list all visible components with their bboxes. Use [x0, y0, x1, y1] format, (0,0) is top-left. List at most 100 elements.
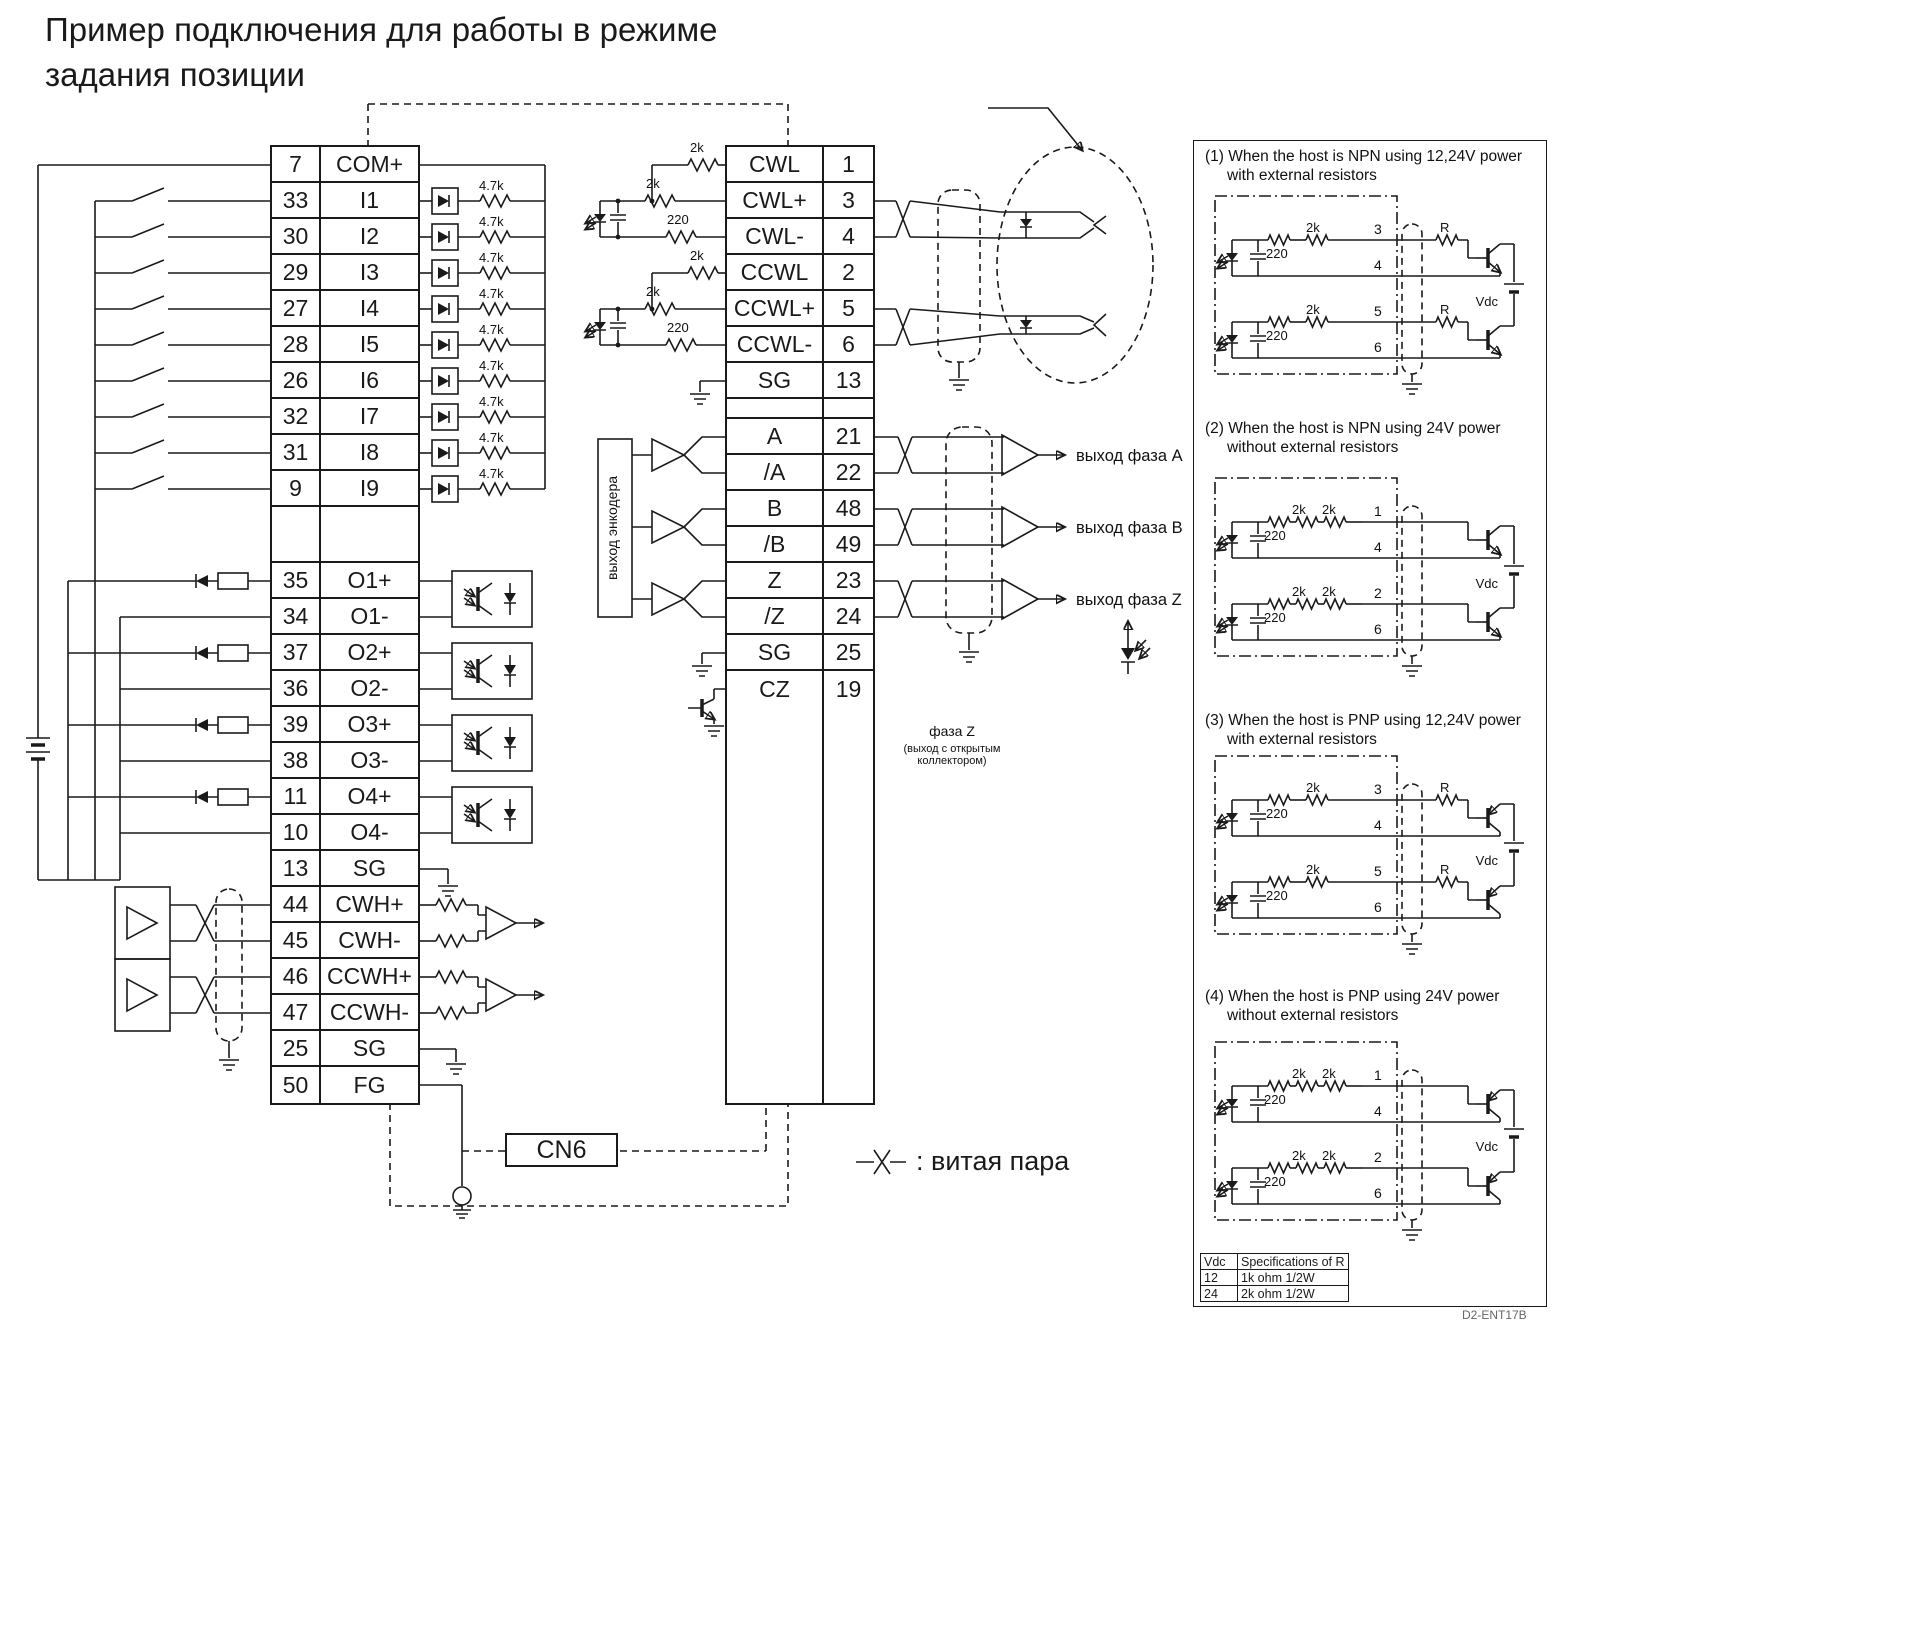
panel-pin-label: 5 [1374, 863, 1382, 879]
panel-4-circuit: 220 2k 2k 220 2k 2k 1 4 2 6 Vdc [1214, 1041, 1524, 1241]
spec-header-row: Vdc Specifications of R [1200, 1253, 1349, 1270]
panel-pin-label: 6 [1374, 339, 1382, 355]
pin-number: 30 [272, 219, 321, 253]
pin-label: I1 [359, 186, 380, 213]
encoder-output-label: выход энкодера [604, 476, 620, 580]
phase-b-output-label: выход фаза B [1076, 519, 1183, 537]
pin-label: CCWL+ [727, 291, 824, 325]
pin-number [824, 399, 873, 417]
resistor-label: 2k [1292, 1148, 1306, 1163]
left-ground-circuits [420, 868, 472, 1219]
pin-label: I4 [359, 294, 380, 321]
panel-pin-label: 3 [1374, 781, 1382, 797]
terminal-row: CCWL+ 5 [727, 291, 873, 327]
pin-label: CWL [727, 147, 824, 181]
pin-label: CWH- [338, 926, 401, 953]
phase-z-oc-note: (выход с открытым [904, 743, 1001, 755]
resistor-label: 220 [1264, 1174, 1286, 1189]
pin-number: 44 [272, 887, 321, 921]
pin-label: CWL- [727, 219, 824, 253]
host-driver-detail [875, 107, 1154, 391]
pin-label [321, 507, 418, 561]
spec-r-value: 2k ohm 1/2W [1237, 1285, 1349, 1302]
resistor-label: 220 [1264, 1092, 1286, 1107]
terminal-row: 28 I5 [272, 327, 418, 363]
pin-number: 33 [272, 183, 321, 217]
pulse-input-circuits [114, 886, 542, 1071]
pin-number: 49 [835, 530, 862, 557]
pin-number: 9 [272, 471, 321, 505]
terminal-row: 25 SG [272, 1031, 418, 1067]
resistor-label: 2k [1306, 862, 1320, 877]
resistor-label: 2k [1322, 1148, 1336, 1163]
terminal-row: 36 O2- [272, 671, 418, 707]
terminal-row: Z 23 [727, 563, 873, 599]
panel-2-circuit: 220 2k 2k 220 2k 2k 1 4 2 6 Vdc [1214, 477, 1524, 677]
panel-pin-label: 6 [1374, 1185, 1382, 1201]
terminal-row: 45 CWH- [272, 923, 418, 959]
pin-number: 13 [835, 366, 862, 393]
pin-number: 10 [272, 815, 321, 849]
pin-number: 26 [272, 363, 321, 397]
pin-label: I7 [359, 402, 380, 429]
pin-number: 28 [272, 327, 321, 361]
panel-3-circuit: 220 2k 220 2k 3 4 5 6 R R Vdc [1214, 755, 1524, 955]
pin-number: 3 [842, 186, 855, 213]
pin-number: 48 [835, 494, 862, 521]
resistor-label: 4.7k [479, 466, 504, 481]
pin-label: SG [727, 363, 824, 397]
pin-number: 19 [835, 675, 862, 702]
resistor-label: R [1440, 780, 1449, 795]
resistor-label: 4.7k [479, 322, 504, 337]
middle-terminal-block: CWL 1 CWL+ 3 CWL- 4 CCWL 2 CCWL+ 5 CCWL-… [725, 145, 875, 1105]
terminal-row: 31 I8 [272, 435, 418, 471]
resistor-label: 2k [690, 140, 704, 155]
pin-label: FG [353, 1071, 386, 1098]
resistor-label: 2k [1292, 1066, 1306, 1081]
panel-pin-label: 4 [1374, 257, 1382, 273]
pin-number: 46 [272, 959, 321, 993]
pin-label: O3+ [347, 710, 392, 737]
panel-pin-label: 4 [1374, 539, 1382, 555]
pin-number: 47 [272, 995, 321, 1029]
pin-label: CZ [727, 671, 824, 707]
pin-number: 23 [835, 566, 862, 593]
pin-label: SG [352, 854, 387, 881]
pin-number: 32 [272, 399, 321, 433]
pin-number: 11 [272, 779, 321, 813]
pin-number [272, 507, 321, 561]
panel-pin-label: 5 [1374, 303, 1382, 319]
terminal-row: CWL- 4 [727, 219, 873, 255]
pin-label: O2- [350, 674, 389, 701]
pin-number: 2 [842, 258, 855, 285]
pin-label: O4- [350, 818, 389, 845]
cz-circuit [688, 652, 725, 737]
pin-number: 1 [842, 150, 855, 177]
terminal-row: 44 CWH+ [272, 887, 418, 923]
page-title-line1: Пример подключения для работы в режиме [45, 11, 718, 48]
pin-label: CCWH- [329, 998, 410, 1025]
resistor-label: 2k [1306, 220, 1320, 235]
panel-pin-label: 3 [1374, 221, 1382, 237]
terminal-row: /B 49 [727, 527, 873, 563]
resistor-label: 2k [646, 284, 660, 299]
spec-row: 12 1k ohm 1/2W [1200, 1269, 1349, 1286]
resistor-label: 220 [1266, 888, 1288, 903]
pin-number: 25 [272, 1031, 321, 1065]
pin-number: 39 [272, 707, 321, 741]
vdc-label: Vdc [1476, 1139, 1499, 1154]
terminal-row: 10 O4- [272, 815, 418, 851]
terminal-row: 30 I2 [272, 219, 418, 255]
resistor-label: 2k [1292, 502, 1306, 517]
terminal-row [272, 507, 418, 563]
pin-label: I5 [359, 330, 380, 357]
resistor-label: 220 [1266, 328, 1288, 343]
pin-number: 31 [272, 435, 321, 469]
resistor-label: 4.7k [479, 250, 504, 265]
pin-number: 36 [272, 671, 321, 705]
pin-label: I6 [359, 366, 380, 393]
terminal-row: 26 I6 [272, 363, 418, 399]
pin-number: 25 [835, 638, 862, 665]
pin-number: 38 [272, 743, 321, 777]
